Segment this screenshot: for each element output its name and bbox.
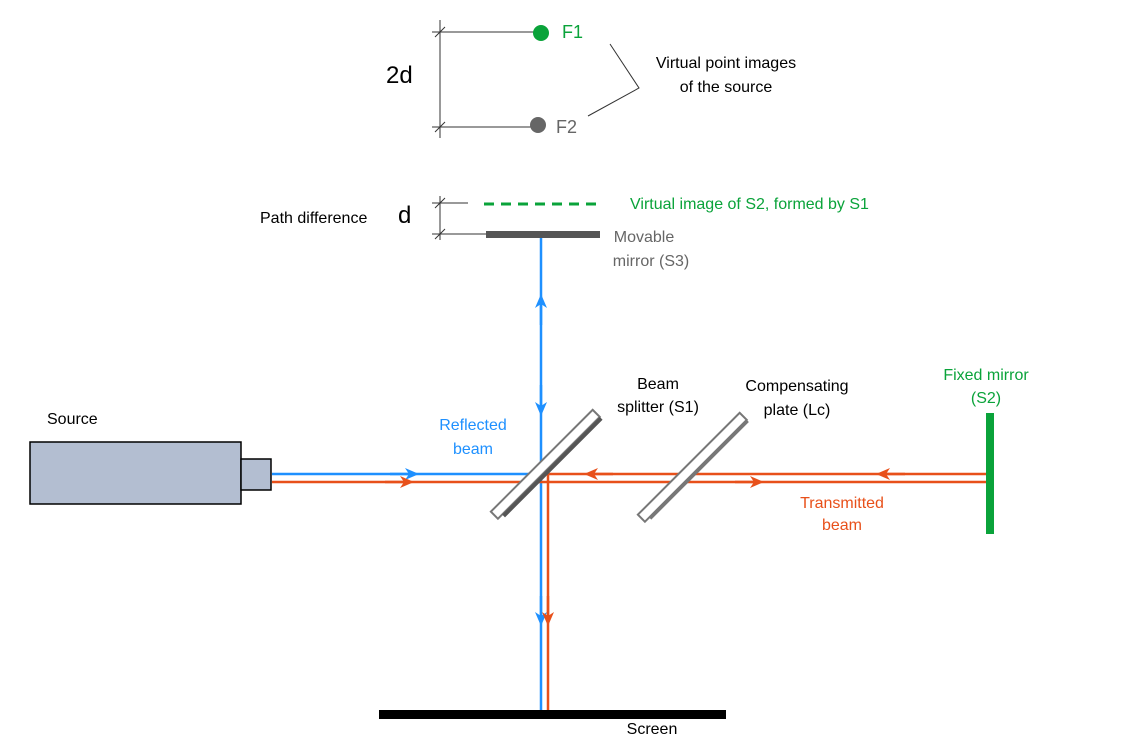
reflected-beam-label-line1: Reflected: [439, 417, 507, 434]
light-source: Source: [29, 411, 272, 505]
fixed-mirror-label-line2: (S2): [971, 390, 1001, 407]
two-d-tick-bottom: [434, 121, 446, 133]
path-difference-group: Path difference d Virtual image of S2, f…: [260, 196, 869, 270]
beam-splitter-coating: [502, 416, 603, 518]
screen: [379, 710, 726, 719]
beam-splitter-label-line2: splitter (S1): [617, 399, 699, 416]
compensating-plate-body: [636, 411, 749, 524]
virtual-image-label: Virtual image of S2, formed by S1: [630, 196, 869, 213]
beam-splitter-label-line1: Beam: [637, 376, 679, 393]
compensating-plate: [636, 411, 749, 524]
two-d-tick-top: [434, 26, 446, 38]
f2-label: F2: [556, 117, 577, 137]
d-label: d: [398, 202, 411, 229]
fixed-mirror: [986, 413, 994, 534]
virtual-point-images-group: F1 F2 2d Virtual point images of the sou…: [386, 20, 796, 138]
movable-mirror: [486, 231, 600, 238]
virtual-point-label-line2: of the source: [680, 79, 773, 96]
virtual-point-pointer: [587, 43, 640, 117]
movable-mirror-label-line2: mirror (S3): [613, 253, 689, 270]
f2-point: [530, 117, 546, 133]
source-body: [29, 441, 242, 505]
fixed-mirror-label-line1: Fixed mirror: [943, 367, 1029, 384]
transmitted-beam-label-line1: Transmitted: [800, 495, 884, 512]
compensating-plate-label-line1: Compensating: [745, 378, 848, 395]
compensating-plate-label-line2: plate (Lc): [764, 402, 831, 419]
f1-label: F1: [562, 22, 583, 42]
source-nozzle: [240, 458, 272, 491]
f1-point: [533, 25, 549, 41]
beam-splitter-plate: [489, 408, 602, 521]
d-tick-bottom: [434, 228, 446, 240]
d-tick-top: [434, 197, 446, 209]
compensating-plate-edge: [649, 419, 749, 520]
path-difference-label: Path difference: [260, 210, 367, 227]
transmitted-beam-label-line2: beam: [822, 517, 862, 534]
beams-group: Reflected beam Transmitted beam: [272, 238, 988, 712]
movable-mirror-label-line1: Movable: [614, 229, 675, 246]
beam-splitter: [489, 408, 603, 521]
two-d-label: 2d: [386, 62, 413, 89]
reflected-beam-label-line2: beam: [453, 441, 493, 458]
source-label: Source: [47, 411, 98, 428]
screen-label: Screen: [627, 721, 678, 738]
virtual-point-label-line1: Virtual point images: [656, 55, 796, 72]
